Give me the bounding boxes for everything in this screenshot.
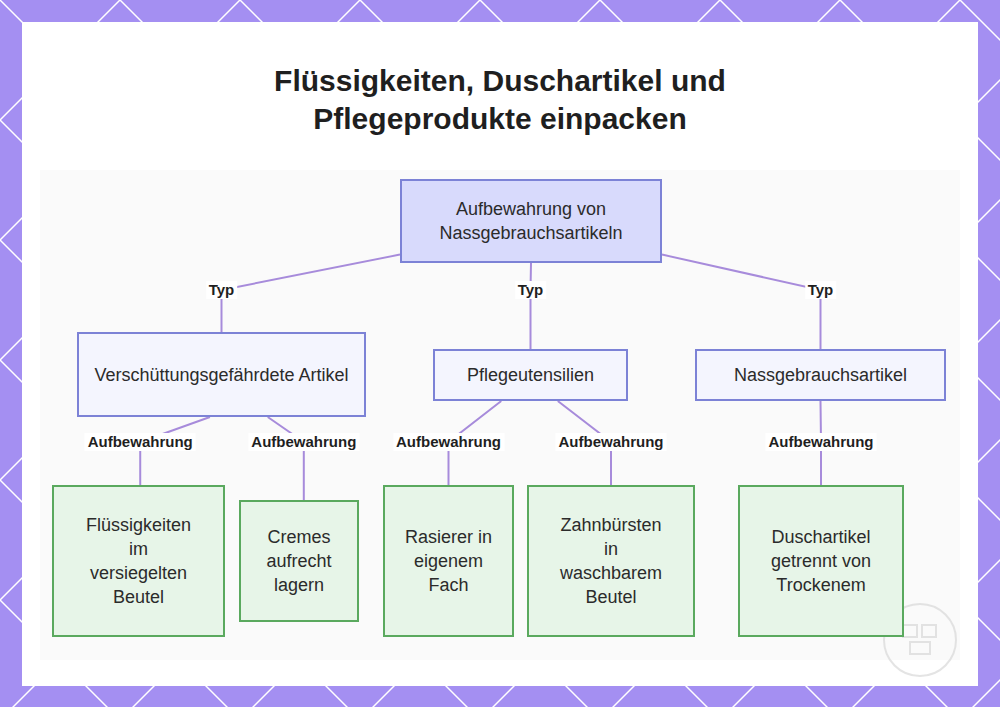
edge-label: Aufbewahrung bbox=[766, 433, 877, 451]
node-text: Zahnbürsten in waschbarem Beutel bbox=[556, 513, 666, 609]
node-text: Verschüttungsgefährdete Artikel bbox=[94, 363, 348, 387]
edge-label: Typ bbox=[515, 281, 547, 299]
node-text: Aufbewahrung von Nassgebrauchsartikeln bbox=[416, 197, 646, 245]
node-text: Flüssigkeiten im versiegelten Beutel bbox=[83, 513, 195, 609]
storage-box: Rasierer in eigenem Fach bbox=[383, 485, 514, 637]
node-text: Pflegeutensilien bbox=[467, 363, 594, 387]
storage-box: Flüssigkeiten im versiegelten Beutel bbox=[52, 485, 225, 637]
watermark-shape bbox=[922, 625, 936, 637]
edge-label: Aufbewahrung bbox=[393, 433, 504, 451]
watermark-shape bbox=[903, 625, 917, 637]
node-text: Duschartikel getrennt von Trockenem bbox=[761, 525, 881, 597]
edge-label: Aufbewahrung bbox=[556, 433, 667, 451]
category-box: Pflegeutensilien bbox=[433, 349, 628, 401]
blurred-backdrop bbox=[40, 170, 960, 660]
node-text: Cremes aufrecht lagern bbox=[256, 525, 342, 597]
connector-line bbox=[222, 255, 401, 332]
storage-box: Zahnbürsten in waschbarem Beutel bbox=[527, 485, 695, 637]
storage-box: Cremes aufrecht lagern bbox=[239, 500, 359, 622]
edge-label: Typ bbox=[206, 281, 238, 299]
category-box: Verschüttungsgefährdete Artikel bbox=[77, 332, 366, 417]
connector-line bbox=[530, 263, 533, 349]
connector-line bbox=[662, 255, 821, 349]
edge-label: Typ bbox=[805, 281, 837, 299]
storage-box: Duschartikel getrennt von Trockenem bbox=[738, 485, 904, 637]
edge-label: Aufbewahrung bbox=[85, 433, 196, 451]
category-box: Nassgebrauchsartikel bbox=[695, 349, 946, 401]
root-box: Aufbewahrung von Nassgebrauchsartikeln bbox=[400, 179, 662, 263]
edge-label: Aufbewahrung bbox=[248, 433, 359, 451]
watermark-shape bbox=[910, 642, 930, 654]
white-panel bbox=[22, 22, 978, 686]
node-text: Nassgebrauchsartikel bbox=[734, 363, 907, 387]
node-text: Rasierer in eigenem Fach bbox=[399, 525, 499, 597]
connector-line bbox=[268, 417, 304, 500]
diagram-title: Flüssigkeiten, Duschartikel und Pflegepr… bbox=[200, 62, 800, 138]
connector-line bbox=[140, 417, 210, 485]
